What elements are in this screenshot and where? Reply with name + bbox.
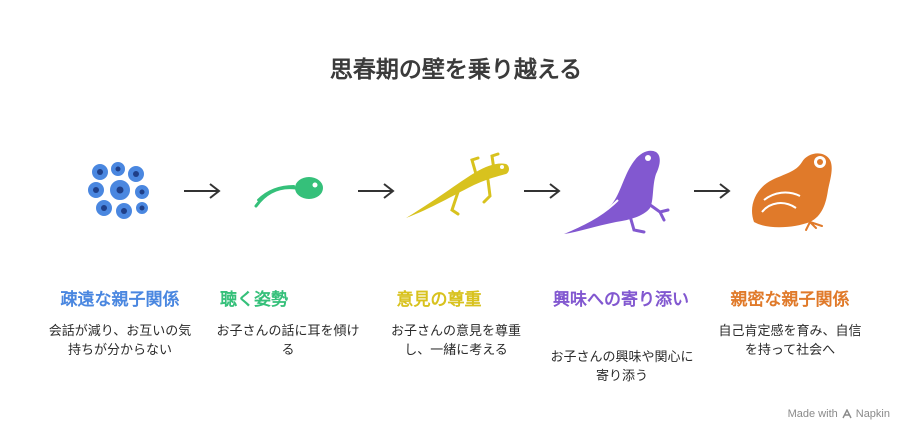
tadpole-icon [254, 177, 323, 208]
diagram-title: 思春期の壁を乗り越える [329, 57, 583, 83]
made-with-label: Made with [787, 408, 838, 420]
frog-eggs-icon [86, 160, 151, 221]
stage-1-description: 会話が減り、お互いの気持ちが分からない [48, 324, 192, 358]
stage-4-title: 興味への寄り添い [553, 290, 689, 310]
stage-1-title: 疎遠な親子関係 [60, 290, 180, 310]
arrow-4-icon [694, 183, 731, 199]
stage-3-description: お子さんの意見を尊重し、一緒に考える [390, 324, 521, 358]
adult-frog-icon [752, 153, 832, 231]
footer-watermark: Made with Napkin [788, 408, 890, 420]
arrow-1-icon [184, 183, 221, 199]
napkin-logo-icon [842, 409, 852, 419]
stage-5-title: 親密な親子関係 [730, 290, 850, 310]
napkin-brand-label: Napkin [855, 408, 890, 420]
froglet-icon [406, 152, 509, 218]
arrow-3-icon [524, 183, 561, 199]
stage-2-description: お子さんの話に耳を傾ける [216, 324, 360, 358]
stage-5-description: 自己肯定感を育み、自信を持って社会へ [718, 324, 862, 358]
stage-2-title: 聴く姿勢 [220, 290, 288, 310]
young-frog-icon [564, 150, 670, 234]
stage-4-description: お子さんの興味や関心に寄り添う [550, 350, 694, 384]
arrow-2-icon [358, 183, 395, 199]
stage-3-title: 意見の尊重 [396, 290, 482, 310]
